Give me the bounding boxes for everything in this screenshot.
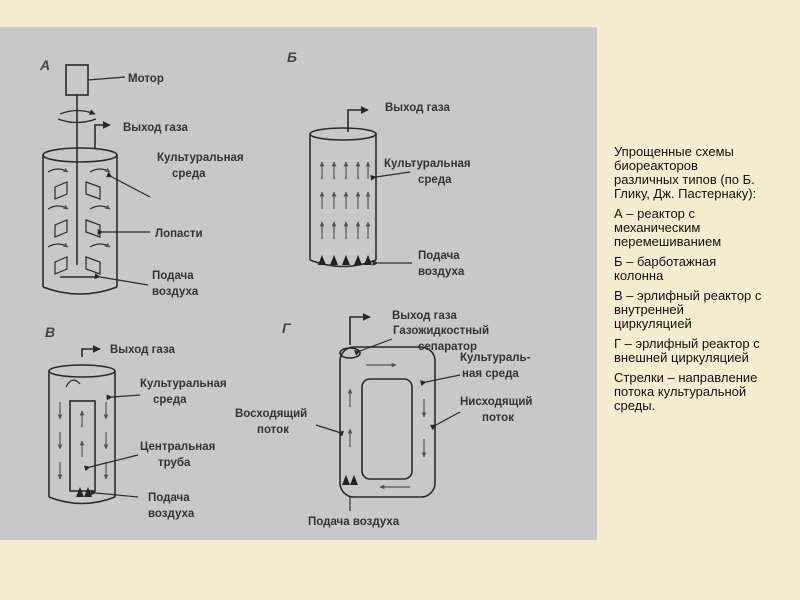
caption-item-g: Г – эрлифный реактор с внешней циркуляци…: [614, 336, 760, 365]
medium-label-b-2: среда: [418, 174, 452, 186]
panel-b: Б Выход газа Культуральная среда Подача …: [287, 49, 471, 278]
tube-label-v-2: труба: [158, 457, 191, 469]
vessel-bottom-a: [42, 286, 118, 295]
medium-label-a-1: Культуральная: [157, 152, 244, 164]
caption-block: Упрощенные схемы биореакторов различных …: [614, 145, 764, 419]
inner-loop: [361, 378, 413, 480]
medium-label-a-2: среда: [172, 168, 206, 180]
caption-item-a: А – реактор с механическим перемешивание…: [614, 206, 722, 249]
motor-leader: [87, 76, 126, 81]
medium-leader-v: [106, 394, 141, 401]
air-leader-v: [90, 489, 139, 498]
gas-out-label-b: Выход газа: [385, 102, 450, 114]
up-leader: [315, 424, 345, 437]
vessel-bottom-v: [48, 496, 116, 505]
up-label-2: поток: [257, 424, 289, 436]
medium-label-g-1: Культураль-: [460, 352, 531, 364]
medium-leader-b: [370, 171, 411, 181]
air-inlets-g: [342, 475, 358, 485]
panel-g-letter: Г: [282, 320, 292, 336]
panel-v-letter: В: [45, 324, 55, 340]
gas-out-label-g: Выход газа: [392, 310, 457, 322]
outer-loop: [339, 346, 436, 498]
separator-label-1: Газожидкостный: [393, 325, 489, 337]
air-inlets-b: [318, 255, 372, 265]
caption-item-v: В – эрлифный реактор с внутренней циркул…: [614, 288, 762, 331]
rotation-arrow-lower: [57, 118, 97, 124]
down-label-2: поток: [482, 412, 514, 424]
gas-out-label-v: Выход газа: [110, 344, 175, 356]
bioreactor-diagram-figure: А: [0, 27, 597, 540]
panel-v: В Выход газа Культуральная среда Централ…: [45, 324, 227, 520]
bioreactor-diagram-svg: А: [39, 49, 532, 528]
flow-arrows-g: [347, 362, 427, 490]
air-label-a-2: воздуха: [152, 286, 199, 298]
air-label-g: Подача воздуха: [308, 516, 400, 528]
medium-label-v-1: Культуральная: [140, 378, 227, 390]
gas-out-arrow-g: [349, 313, 371, 345]
central-tube: [69, 400, 96, 492]
air-label-v-1: Подача: [148, 492, 190, 504]
caption-title: Упрощенные схемы биореакторов различных …: [614, 144, 757, 201]
panel-b-letter: Б: [287, 49, 297, 65]
down-label-1: Нисходящий: [460, 396, 532, 408]
rotation-arrow: [59, 109, 96, 115]
medium-label-b-1: Культуральная: [384, 158, 471, 170]
vessel-top-b: [309, 127, 377, 141]
recirc-top-v: [65, 379, 81, 388]
caption-item-b: Б – барботажная колонна: [614, 254, 717, 283]
gas-out-label-a: Выход газа: [123, 122, 188, 134]
blades-label: Лопасти: [155, 228, 203, 240]
flow-arrows-b: [319, 161, 371, 239]
panel-g: Г Выход газа Газожидкостный сепаратор Ку…: [235, 310, 532, 528]
air-label-b-2: воздуха: [418, 266, 465, 278]
flow-arrows-v: [57, 402, 109, 480]
panel-a: А: [39, 57, 244, 298]
panel-a-letter: А: [39, 57, 50, 73]
air-inlets-v: [76, 487, 92, 497]
down-leader: [429, 411, 461, 431]
separator-label-2: сепаратор: [418, 341, 477, 353]
medium-label-v-2: среда: [153, 394, 187, 406]
motor-shape: [65, 64, 89, 96]
up-label-1: Восходящий: [235, 408, 307, 420]
vessel-top-v: [48, 364, 116, 378]
medium-leader-a: [105, 171, 151, 198]
air-label-b-1: Подача: [418, 250, 460, 262]
tube-label-v-1: Центральная: [140, 441, 215, 453]
gas-out-arrow-a: [94, 121, 111, 149]
motor-label: Мотор: [128, 73, 164, 85]
medium-label-g-2: ная среда: [462, 368, 519, 380]
vessel-top-a: [42, 147, 118, 163]
blades-a: [47, 167, 111, 275]
gas-out-arrow-b: [347, 106, 369, 132]
tube-leader-v: [84, 454, 139, 472]
separator-leader: [353, 338, 393, 356]
caption-item-arrows: Стрелки – направление потока культуральн…: [614, 370, 758, 413]
medium-leader-g: [420, 374, 461, 387]
air-label-a-1: Подача: [152, 270, 194, 282]
gas-out-arrow-v: [81, 345, 101, 357]
air-leader-a: [94, 273, 149, 286]
air-label-v-2: воздуха: [148, 508, 195, 520]
